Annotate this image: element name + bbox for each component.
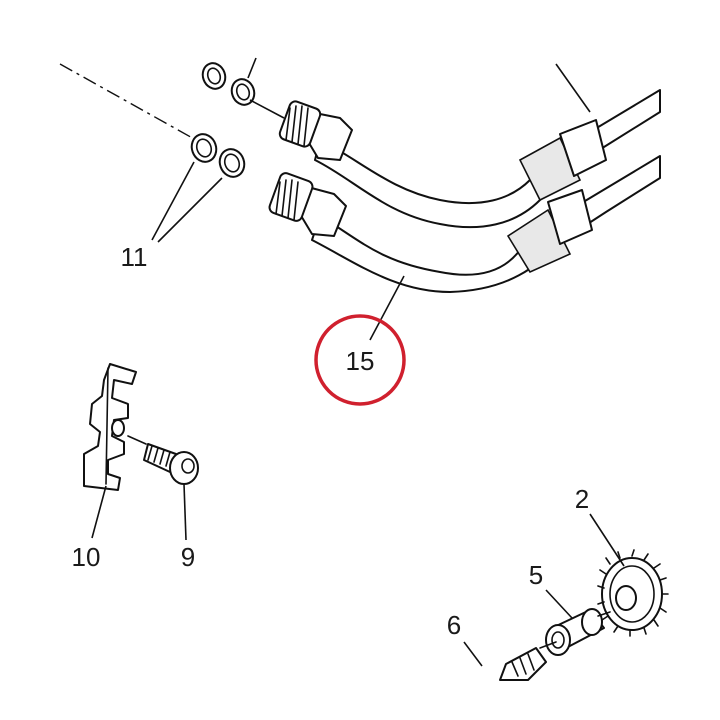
callout-5: 5: [529, 560, 543, 590]
highlight-circle[interactable]: [314, 314, 406, 406]
hose-upper[interactable]: [278, 89, 661, 229]
gear-part-2[interactable]: [597, 549, 669, 637]
callout-15: 15: [346, 346, 375, 376]
hose-lower[interactable]: [268, 155, 661, 293]
callout-2: 2: [575, 484, 589, 514]
callout-10: 10: [72, 542, 101, 572]
callout-11: 11: [121, 242, 148, 272]
centerline: [59, 63, 197, 141]
o-ring-lower-1[interactable]: [188, 131, 220, 166]
callout-9: 9: [181, 542, 195, 572]
callout-6: 6: [447, 610, 461, 640]
bolt-part-9[interactable]: [127, 435, 199, 485]
o-ring-upper-2[interactable]: [228, 76, 258, 108]
o-ring-upper-1[interactable]: [199, 60, 229, 92]
o-ring-lower-2[interactable]: [216, 146, 248, 181]
shaft-part-6[interactable]: [499, 641, 557, 681]
sleeve-part-5[interactable]: [545, 608, 611, 656]
bracket-part-10[interactable]: [83, 363, 137, 491]
